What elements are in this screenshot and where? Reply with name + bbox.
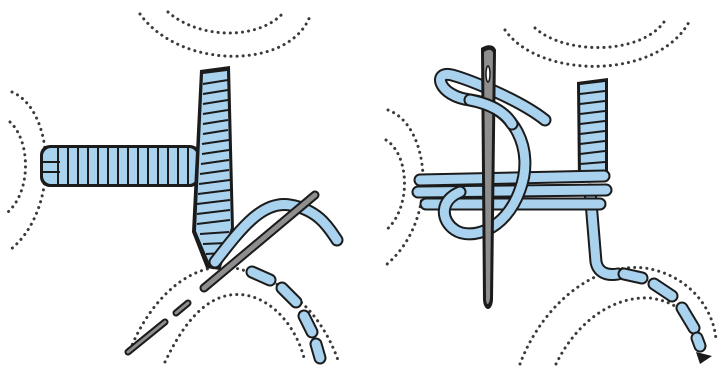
step-2-panel (384, 20, 716, 364)
step-1-panel (8, 12, 338, 362)
thread-dashes-left (252, 272, 320, 358)
needle-icon-right (481, 45, 496, 309)
horizontal-bar-left (40, 145, 200, 187)
arrow-icon (696, 352, 712, 364)
vertical-column-right (577, 78, 608, 182)
thread-dashes-right (624, 274, 700, 346)
